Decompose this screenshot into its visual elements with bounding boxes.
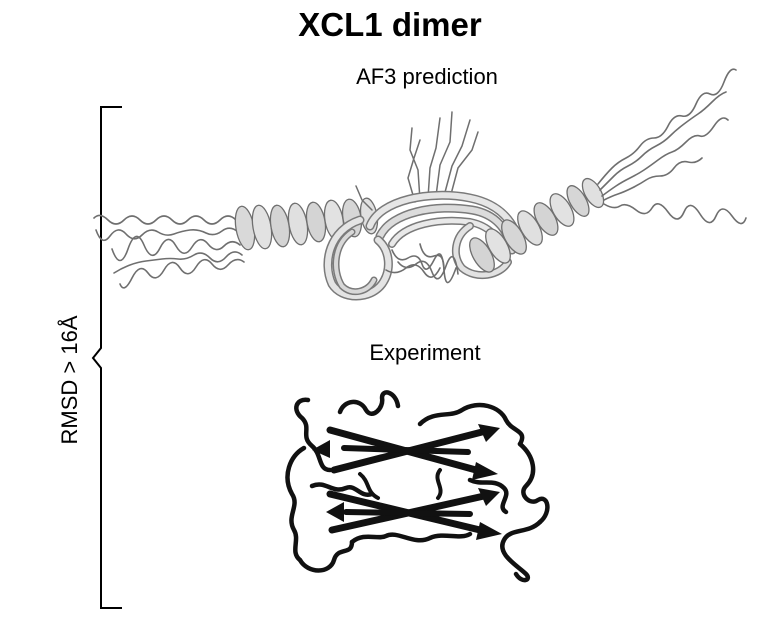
right-helix <box>469 177 605 273</box>
loop-middle-right <box>467 477 509 515</box>
right-tail-4 <box>603 157 703 201</box>
right-tail-5 <box>603 203 747 225</box>
loop-top-right <box>417 402 525 447</box>
right-tail-3 <box>601 117 729 197</box>
prediction-label: AF3 prediction <box>356 64 498 89</box>
loop-right-lower <box>500 519 543 583</box>
arrow-upper-c <box>312 440 330 458</box>
strand-upper-c <box>341 445 471 455</box>
arrow-lower-b <box>478 488 500 506</box>
right-tail-2 <box>599 91 727 191</box>
strand-lower-c <box>343 509 473 517</box>
left-tail-4 <box>113 251 243 274</box>
left-tail-2 <box>95 227 239 242</box>
loop-middle-left <box>309 482 375 497</box>
curly-bracket <box>91 106 122 609</box>
right-tail-1 <box>597 68 737 185</box>
arrow-upper-a <box>472 462 498 480</box>
loop-left <box>285 445 307 563</box>
top-loops <box>355 111 479 211</box>
left-tail-5 <box>119 258 245 289</box>
predicted-structure-ensemble <box>93 68 747 301</box>
loop-top-left <box>294 397 333 473</box>
left-tail-1 <box>93 214 237 225</box>
experiment-label: Experiment <box>369 340 481 365</box>
crossover-left <box>358 472 380 500</box>
loop-left-lower <box>297 539 355 573</box>
figure-title: XCL1 dimer <box>298 6 482 43</box>
experimental-structure <box>285 390 550 583</box>
left-helix <box>234 197 379 251</box>
left-tail-3 <box>111 235 241 262</box>
arrow-lower-a <box>476 522 502 540</box>
loop-right <box>517 441 550 525</box>
crossover-right <box>435 468 443 500</box>
arrow-upper-b <box>478 424 500 442</box>
loop-bottom <box>349 531 473 545</box>
arrow-lower-c <box>326 502 344 522</box>
loop-top-center <box>337 390 401 416</box>
